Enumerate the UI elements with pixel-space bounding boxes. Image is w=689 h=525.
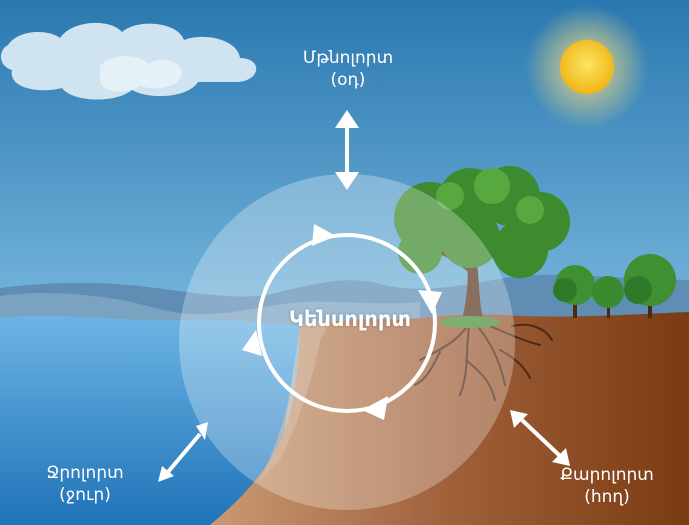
lithosphere-sub: (հող): [584, 487, 630, 507]
shore-slope: [260, 321, 330, 480]
cycle-arrows-icon: [242, 224, 442, 420]
double-arrow-icon: [158, 422, 208, 482]
cloud-icon: [0, 22, 257, 100]
water-body: [0, 316, 300, 525]
lithosphere-label: Քարոլորտ (հող): [532, 464, 682, 508]
biosphere-label: Կենսոլորտ: [240, 308, 460, 330]
hydrosphere-sub: (ջուր): [59, 485, 111, 505]
biosphere-circle: [179, 174, 515, 510]
double-arrow-icon: [510, 410, 570, 466]
hydrosphere-name: Ջրոլորտ: [46, 463, 124, 483]
tree-icon: [553, 254, 676, 318]
sun-icon: [525, 5, 649, 129]
hydrosphere-label: Ջրոլորտ (ջուր): [10, 462, 160, 506]
soil-body: [210, 312, 689, 525]
lithosphere-name: Քարոլորտ: [560, 465, 654, 485]
atmosphere-label: Մթնոլորտ (օդ): [268, 47, 428, 91]
double-arrow-icon: [335, 110, 359, 190]
tree-icon: [394, 166, 570, 328]
biosphere-name: Կենսոլորտ: [288, 307, 412, 331]
atmosphere-name: Մթնոլորտ: [302, 48, 394, 68]
atmosphere-sub: (օդ): [330, 70, 366, 90]
far-mountains: [0, 274, 689, 320]
